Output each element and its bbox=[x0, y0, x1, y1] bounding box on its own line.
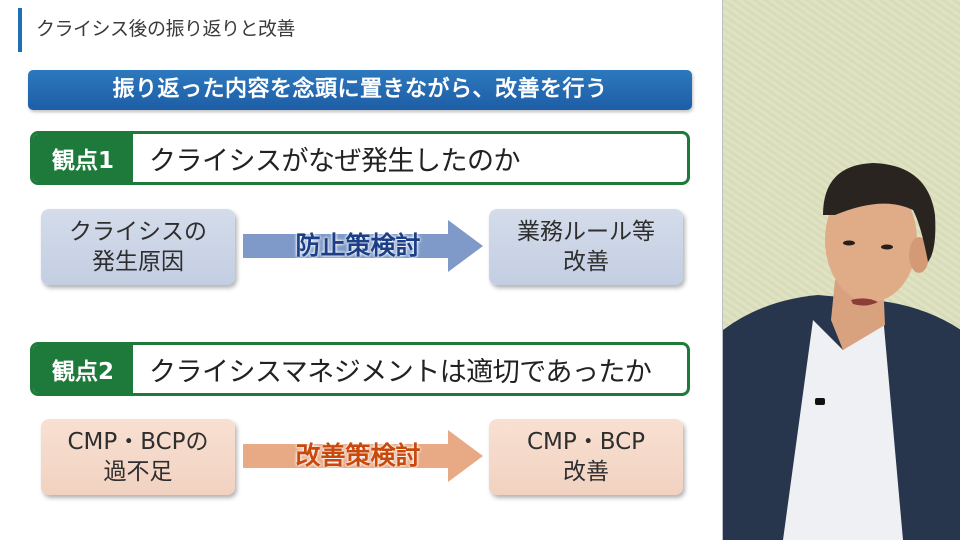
speaker-figure bbox=[723, 163, 960, 540]
eye-left bbox=[843, 240, 855, 246]
viewpoint-1-text: クライシスがなぜ発生したのか bbox=[149, 145, 521, 177]
shirt bbox=[783, 315, 903, 540]
viewpoint-1: 観点1 クライシスがなぜ発生したのか bbox=[30, 131, 690, 185]
flow-2-source-line-1: CMP・BCPの bbox=[67, 429, 209, 455]
flow-1-arrow: 防止策検討 bbox=[243, 220, 483, 272]
flow-2-source-box: CMP・BCPの 過不足 bbox=[41, 419, 235, 495]
key-message-banner: 振り返った内容を念頭に置きながら、改善を行う bbox=[28, 70, 692, 110]
viewpoint-2: 観点2 クライシスマネジメントは適切であったか bbox=[30, 342, 690, 396]
mouth bbox=[851, 298, 878, 306]
slide: クライシス後の振り返りと改善 振り返った内容を念頭に置きながら、改善を行う 観点… bbox=[18, 8, 692, 495]
ear bbox=[909, 237, 929, 273]
slide-title: クライシス後の振り返りと改善 bbox=[36, 18, 296, 40]
speaker-video bbox=[722, 0, 960, 540]
flow-2-arrow: 改善策検討 bbox=[243, 430, 483, 482]
arrow-shaft bbox=[243, 234, 448, 258]
flow-1-result-line-1: 業務ルール等 bbox=[517, 219, 655, 245]
eye-right bbox=[881, 244, 893, 250]
flow-1-source-box: クライシスの 発生原因 bbox=[41, 209, 235, 285]
flow-1-source-line-2: 発生原因 bbox=[92, 249, 184, 275]
viewpoint-1-label: 観点1 bbox=[33, 134, 133, 182]
flow-1-source-line-1: クライシスの bbox=[69, 219, 207, 245]
arrow-right-icon bbox=[448, 220, 483, 272]
viewpoint-2-label: 観点2 bbox=[33, 345, 133, 393]
viewpoint-2-text: クライシスマネジメントは適切であったか bbox=[149, 356, 652, 388]
lapel-mic bbox=[815, 398, 825, 405]
arrow-shaft bbox=[243, 444, 448, 468]
flow-2-result-line-1: CMP・BCP bbox=[526, 429, 646, 455]
flow-1-result-line-2: 改善 bbox=[563, 249, 609, 275]
flow-2-result-line-2: 改善 bbox=[563, 459, 609, 485]
flow-1-result-box: 業務ルール等 改善 bbox=[489, 209, 683, 285]
flow-2-result-box: CMP・BCP 改善 bbox=[489, 419, 683, 495]
hair bbox=[823, 163, 936, 262]
title-accent-bar bbox=[18, 8, 22, 52]
flow-1-action: 防止策検討 bbox=[295, 231, 421, 260]
flow-2-source-line-2: 過不足 bbox=[103, 459, 173, 485]
flow-2-action: 改善策検討 bbox=[295, 441, 421, 470]
arrow-right-icon bbox=[448, 430, 483, 482]
